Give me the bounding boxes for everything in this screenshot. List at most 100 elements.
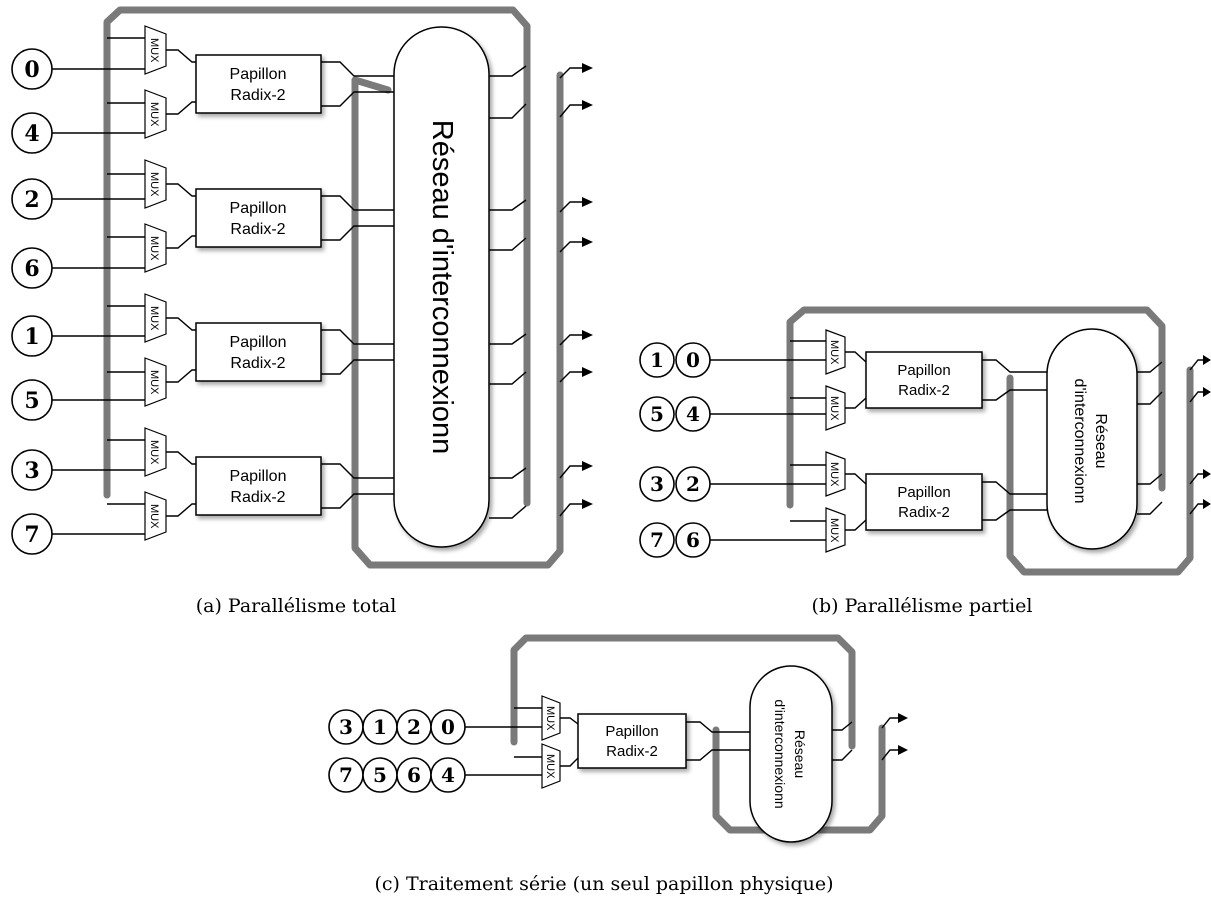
input-index: 3 — [24, 458, 39, 484]
input-circle: 4 — [675, 396, 711, 432]
input-circle: 2 — [11, 178, 53, 220]
panel-a-input-wires — [52, 37, 145, 535]
input-circle: 3 — [639, 466, 675, 502]
panel-c-feedback-path — [510, 634, 856, 750]
input-index: 6 — [24, 256, 39, 282]
svg-text:MUX: MUX — [544, 706, 556, 731]
input-index: 3 — [650, 472, 664, 496]
panel-c-interconnect-network: Réseau d'interconnexionn — [749, 665, 833, 843]
input-index: 2 — [24, 187, 39, 213]
output-arrow — [1203, 469, 1211, 479]
panel-a-feedback-path-outer — [351, 71, 564, 569]
panel-b-partial-parallelism: 1 0 5 4 3 2 7 6 MUX MUX MUX MUX Papillon… — [639, 306, 1211, 617]
svg-text:Réseau: Réseau — [1092, 413, 1109, 468]
svg-text:Papillon: Papillon — [230, 200, 287, 217]
input-circle: 0 — [430, 709, 466, 745]
svg-text:Réseau: Réseau — [792, 730, 808, 778]
mux: MUX — [144, 159, 167, 209]
input-index: 2 — [407, 715, 421, 739]
svg-text:Papillon: Papillon — [897, 362, 950, 379]
panel-a-feedback-path — [103, 6, 531, 507]
mux: MUX — [144, 293, 167, 343]
input-index: 4 — [441, 763, 455, 787]
svg-text:Radix-2: Radix-2 — [230, 221, 285, 238]
svg-text:MUX: MUX — [148, 440, 160, 465]
mux: MUX — [825, 451, 846, 497]
panel-b-interconnect-network: Réseau d'interconnexionn — [1046, 328, 1138, 550]
panel-c-butterfly: Papillon Radix-2 — [577, 713, 687, 769]
svg-text:MUX: MUX — [828, 518, 840, 543]
input-circle: 7 — [328, 757, 364, 793]
panel-b-feedback-path-outer — [1006, 366, 1194, 576]
input-index: 5 — [650, 402, 664, 426]
output-arrow — [582, 499, 593, 509]
output-arrow — [898, 745, 908, 755]
svg-text:MUX: MUX — [544, 754, 556, 779]
output-arrow — [582, 237, 593, 247]
input-circle: 5 — [362, 757, 398, 793]
input-circle: 6 — [675, 522, 711, 558]
svg-text:Radix-2: Radix-2 — [606, 743, 658, 760]
svg-text:Réseau d'interconnexionn: Réseau d'interconnexionn — [426, 120, 458, 454]
output-arrow — [582, 100, 593, 110]
input-circle: 2 — [675, 466, 711, 502]
input-circle: 5 — [639, 396, 675, 432]
svg-text:d'interconnexionn: d'interconnexionn — [1071, 379, 1088, 504]
svg-text:Radix-2: Radix-2 — [898, 504, 950, 521]
svg-text:Radix-2: Radix-2 — [898, 382, 950, 399]
input-index: 1 — [650, 348, 664, 372]
output-arrow — [1203, 499, 1211, 509]
mux: MUX — [825, 507, 846, 553]
svg-text:Papillon: Papillon — [605, 723, 658, 740]
output-arrow — [1203, 355, 1211, 365]
panel-c-serial-processing: 3 1 2 0 7 5 6 4 MUX MUX Papillon Radix-2… — [328, 634, 908, 895]
panel-a-caption: (a) Parallélisme total — [196, 595, 397, 617]
mux: MUX — [144, 357, 167, 407]
mux: MUX — [144, 89, 167, 139]
mux: MUX — [825, 385, 846, 431]
input-index: 6 — [686, 528, 700, 552]
input-circle: 0 — [675, 342, 711, 378]
svg-text:MUX: MUX — [828, 396, 840, 421]
input-circle: 3 — [328, 709, 364, 745]
input-index: 3 — [339, 715, 353, 739]
input-index: 7 — [650, 528, 664, 552]
input-circle: 6 — [11, 247, 53, 289]
svg-text:MUX: MUX — [828, 340, 840, 365]
mux: MUX — [144, 223, 167, 273]
svg-text:MUX: MUX — [148, 38, 160, 63]
svg-text:MUX: MUX — [148, 504, 160, 529]
svg-text:MUX: MUX — [148, 172, 160, 197]
input-circle: 1 — [11, 315, 53, 357]
input-index: 6 — [407, 763, 421, 787]
input-circle: 2 — [396, 709, 432, 745]
panel-a-interconnect-network: Réseau d'interconnexionn — [393, 26, 490, 548]
input-circle: 4 — [430, 757, 466, 793]
svg-text:Papillon: Papillon — [897, 484, 950, 501]
svg-text:MUX: MUX — [148, 102, 160, 127]
panel-b-feedback-path — [786, 306, 1166, 509]
mux: MUX — [144, 491, 167, 541]
panel-b-inputs: 1 0 5 4 3 2 7 6 — [639, 342, 711, 558]
input-index: 0 — [24, 57, 39, 83]
output-arrow — [582, 197, 593, 207]
output-arrow — [582, 63, 593, 73]
svg-text:Radix-2: Radix-2 — [230, 355, 285, 372]
input-index: 1 — [24, 324, 39, 350]
output-arrow — [582, 367, 593, 377]
panel-b-outputs — [1203, 355, 1211, 509]
input-index: 7 — [24, 522, 39, 548]
svg-text:MUX: MUX — [148, 306, 160, 331]
input-index: 2 — [686, 472, 700, 496]
input-circle: 1 — [362, 709, 398, 745]
svg-text:Papillon: Papillon — [230, 334, 287, 351]
input-circle: 3 — [11, 449, 53, 491]
input-index: 5 — [373, 763, 387, 787]
input-index: 1 — [373, 715, 387, 739]
